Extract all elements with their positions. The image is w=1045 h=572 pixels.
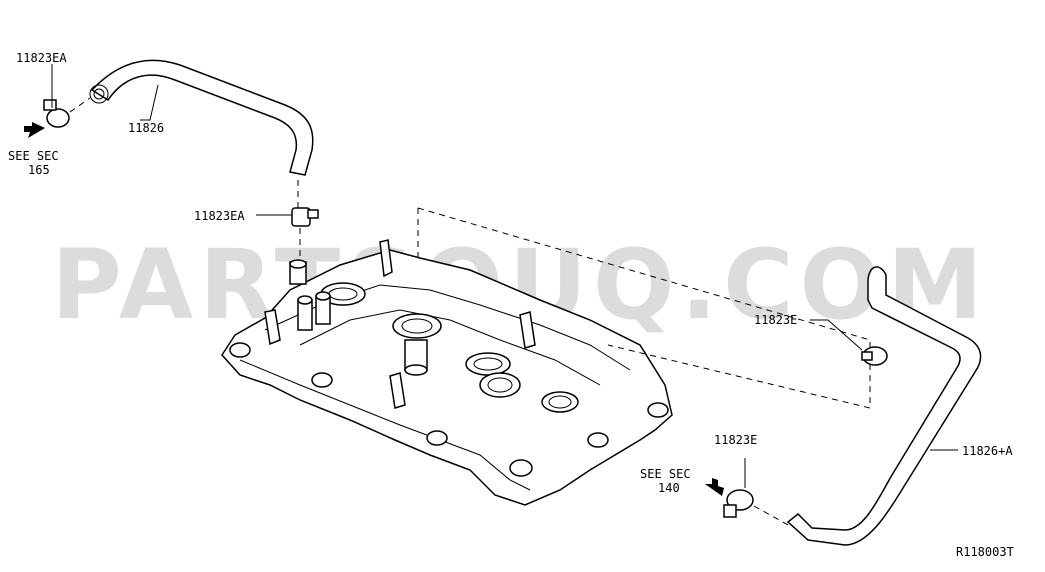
diagram-code: R118003T [956, 545, 1014, 559]
label-11823EA-top: 11823EA [16, 51, 67, 65]
clamp-11823E-right[interactable] [861, 346, 888, 366]
hose-11826[interactable] [89, 59, 314, 176]
hose-11826A[interactable] [786, 266, 982, 546]
arrow-see-sec-140 [705, 478, 724, 496]
leader-dashed [417, 207, 871, 409]
label-11826A: 11826+A [962, 444, 1013, 458]
arrow-see-sec-165 [24, 122, 45, 138]
label-11823E-right: 11823E [754, 313, 797, 327]
label-11823EA-mid: 11823EA [194, 209, 245, 223]
label-11823E-bottom: 11823E [714, 433, 757, 447]
clamp-11823EA-top[interactable] [43, 64, 70, 128]
leader-dashed [753, 505, 791, 527]
label-see-sec-140-line1: SEE SEC [640, 467, 691, 481]
leader-11826 [140, 84, 159, 121]
leader-dashed [69, 97, 91, 113]
rocker-cover[interactable] [221, 239, 673, 506]
label-see-sec-165-line1: SEE SEC [8, 149, 59, 163]
label-11826: 11826 [128, 121, 164, 135]
clamp-11823E-bottom[interactable] [723, 458, 754, 518]
leader-11823E-right [810, 319, 863, 351]
label-see-sec-140-line2: 140 [658, 481, 680, 495]
clamp-11823EA-mid[interactable] [291, 207, 319, 227]
label-see-sec-165-line2: 165 [28, 163, 50, 177]
